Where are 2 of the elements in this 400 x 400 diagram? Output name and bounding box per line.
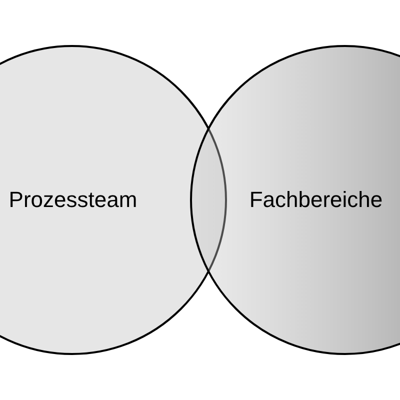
set-label: Prozessteam: [8, 186, 138, 214]
set-label: Fachbereiche: [249, 186, 383, 214]
